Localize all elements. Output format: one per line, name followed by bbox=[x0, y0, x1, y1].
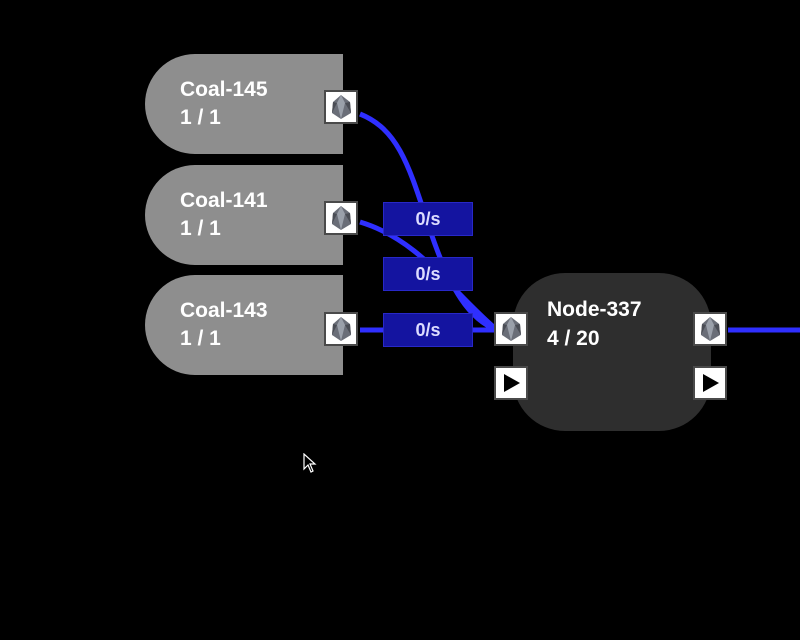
output-port[interactable] bbox=[693, 312, 727, 346]
source-node-coal-143[interactable]: Coal-143 1 / 1 bbox=[145, 275, 343, 375]
rate-badge[interactable]: 0/s bbox=[383, 202, 473, 236]
input-port[interactable] bbox=[494, 312, 528, 346]
mouse-cursor-icon bbox=[303, 453, 317, 473]
source-node-coal-141[interactable]: Coal-141 1 / 1 bbox=[145, 165, 343, 265]
node-title: Coal-141 bbox=[180, 189, 268, 212]
node-count: 1 / 1 bbox=[180, 327, 221, 350]
node-count: 1 / 1 bbox=[180, 217, 221, 240]
play-icon bbox=[504, 374, 520, 392]
output-port-coal-141[interactable] bbox=[324, 201, 358, 235]
input-control-button[interactable] bbox=[494, 366, 528, 400]
coal-icon bbox=[701, 317, 720, 341]
play-icon bbox=[703, 374, 719, 392]
output-control-button[interactable] bbox=[693, 366, 727, 400]
node-title: Coal-145 bbox=[180, 78, 268, 101]
processor-node[interactable]: Node-337 4 / 20 bbox=[513, 273, 711, 431]
coal-icon bbox=[332, 206, 351, 230]
rate-badge[interactable]: 0/s bbox=[383, 313, 473, 347]
node-count: 4 / 20 bbox=[547, 327, 600, 350]
rate-badge[interactable]: 0/s bbox=[383, 257, 473, 291]
node-count: 1 / 1 bbox=[180, 106, 221, 129]
output-port-coal-143[interactable] bbox=[324, 312, 358, 346]
coal-icon bbox=[502, 317, 521, 341]
coal-icon bbox=[332, 317, 351, 341]
output-port-coal-145[interactable] bbox=[324, 90, 358, 124]
source-node-coal-145[interactable]: Coal-145 1 / 1 bbox=[145, 54, 343, 154]
node-title: Coal-143 bbox=[180, 299, 268, 322]
coal-icon bbox=[332, 95, 351, 119]
node-title: Node-337 bbox=[547, 298, 642, 321]
